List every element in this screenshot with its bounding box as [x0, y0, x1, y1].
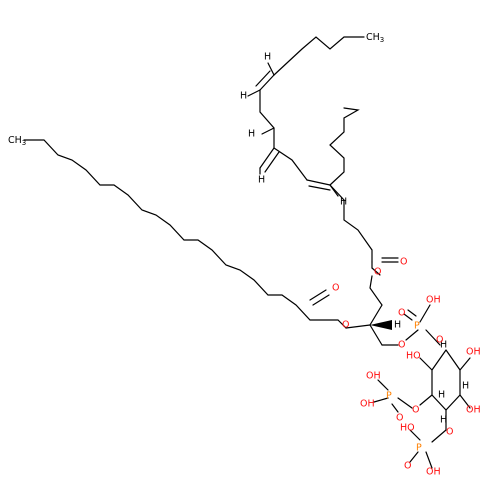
p1-o-double [403, 313, 413, 321]
linoleoyl-base-bonds [329, 107, 360, 186]
linoleoyl-mid-bonds [259, 89, 275, 149]
o-label-ring-c4: O [446, 427, 453, 438]
o-p1-bond [405, 329, 419, 341]
double-bond-c9-c10 [259, 147, 275, 169]
oh-label-ring-c2: OH [466, 347, 481, 358]
h-label-c10: H [248, 129, 255, 140]
o-label-p1-double: O [398, 308, 405, 319]
p-label-1: P [414, 321, 420, 332]
bond-c10-h [261, 127, 275, 135]
stereo-wedge [370, 320, 392, 330]
o-label-ester-1: O [374, 267, 381, 278]
o-p2-bond [397, 397, 413, 409]
h-label-ring-c5: H [438, 390, 445, 401]
bond-c12-h [267, 62, 275, 76]
o-p3-bond [431, 429, 447, 443]
ester-chain-bonds [329, 184, 373, 263]
oh-label-p2-top: OH [366, 371, 381, 382]
o-label-p1-ring: O [436, 335, 443, 346]
stearoyl-chain-bonds [23, 139, 347, 329]
h-label-c9: H [258, 175, 265, 186]
p3-ho-bond [409, 429, 421, 441]
ring-c2-oh [459, 357, 471, 371]
double-bond-c12-c13-inner [255, 70, 271, 87]
atom-labels: CH3 CH3 H H H H H H H H H H O O O O O O … [8, 32, 481, 478]
ho-label-ring-c6: HO [406, 351, 421, 362]
ring-c3-oh [459, 394, 471, 409]
ch3-label-linoleoyl: CH3 [366, 32, 384, 45]
p3-oh-bond [425, 451, 433, 469]
p1-o-double-inner [407, 309, 417, 317]
double-bond-c9-c10-inner [264, 151, 280, 173]
p1-oh-bond [419, 304, 431, 323]
ester-1-o-bond [371, 267, 381, 276]
o-label-glycerol-link: O [398, 340, 405, 351]
p-label-2: P [386, 391, 392, 402]
h-label-ring-c3: H [462, 381, 469, 392]
o-label-ester-2: O [342, 320, 349, 331]
carbonyl-2-double-inner [312, 294, 330, 306]
linoleoyl-link-bonds [273, 147, 308, 181]
double-bond-c12-c13 [259, 74, 275, 91]
ester-2-o-bond [345, 324, 371, 329]
oh-label-ring-c3: OH [466, 405, 481, 416]
double-bond-c6-inner [308, 185, 331, 191]
p2-oh-bond-2 [373, 397, 389, 403]
ch3-label-stearoyl: CH3 [8, 135, 26, 148]
o-label-carbonyl-1: O [400, 257, 407, 268]
p2-oh-bond [377, 379, 389, 391]
glycerol-bonds [369, 275, 383, 346]
h-label-c6: H [340, 197, 347, 208]
o-label-ring-c5: O [412, 405, 419, 416]
oh-label-p2-left: OH [360, 399, 375, 410]
p-label-3: P [416, 443, 422, 454]
h-label-ring-c4: H [440, 415, 447, 426]
oh-label-p1: OH [426, 295, 441, 306]
h-label-c12: H [264, 52, 271, 63]
p2-o-double [391, 403, 399, 413]
ring-c5-o [419, 394, 433, 406]
ring-c6-oh [419, 357, 433, 371]
p3-o-double [409, 451, 419, 463]
double-bond-c6 [306, 179, 331, 186]
ho-label-p3: HO [400, 423, 415, 434]
h-label-stereocenter: H [394, 320, 401, 331]
bond-lines [23, 36, 471, 469]
o-label-p2-double: O [396, 413, 403, 424]
bond-c13-h [247, 89, 261, 97]
o-label-carbonyl-2: O [332, 283, 339, 294]
p1-ring-o-bond [425, 329, 441, 346]
o-label-p3-double: O [404, 461, 411, 472]
h-label-c13: H [240, 91, 247, 102]
carbonyl-2-double [309, 289, 327, 301]
oh-label-p3: OH [426, 467, 441, 478]
h-label-ring-c1: H [440, 340, 447, 351]
linoleoyl-tail-bonds [273, 36, 365, 76]
